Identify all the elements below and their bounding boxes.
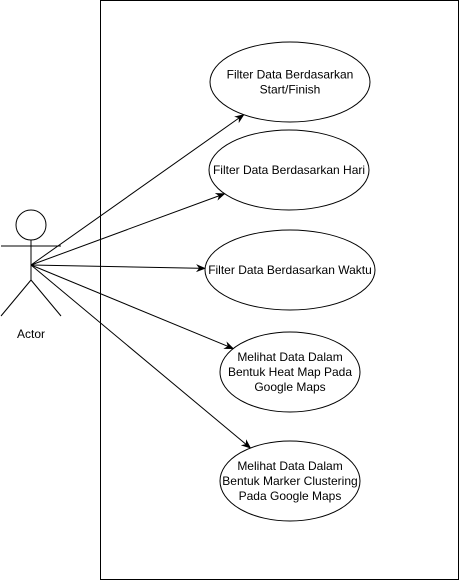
use-case-label: Melihat Data Dalam — [237, 459, 342, 473]
association-arrow-uc1 — [30, 114, 245, 266]
use-case-label: Filter Data Berdasarkan Waktu — [208, 263, 372, 277]
association-arrow-uc3 — [30, 264, 207, 273]
actor-head — [15, 209, 47, 241]
use-case-uc2[interactable]: Filter Data Berdasarkan Hari — [208, 129, 370, 211]
association-arrow-uc2 — [30, 193, 226, 266]
use-case-ellipse — [204, 229, 376, 311]
use-case-label: Start/Finish — [260, 83, 321, 97]
use-case-label: Filter Data Berdasarkan Hari — [213, 163, 365, 177]
actor-right-leg — [30, 279, 62, 317]
use-case-uc3[interactable]: Filter Data Berdasarkan Waktu — [204, 229, 376, 311]
use-case-label: Bentuk Marker Clustering — [222, 474, 357, 488]
use-case-ellipse — [219, 440, 361, 522]
use-case-label: Melihat Data Dalam — [237, 350, 342, 364]
use-case-label: Bentuk Heat Map Pada — [228, 365, 352, 379]
use-case-label: Filter Data Berdasarkan — [227, 68, 354, 82]
actor-left-leg — [0, 279, 32, 317]
use-case-ellipse — [219, 331, 361, 413]
use-case-ellipse — [209, 41, 371, 123]
association-arrow-uc5 — [30, 264, 252, 449]
actor[interactable]: Actor — [0, 209, 62, 341]
use-case-label: Pada Google Maps — [239, 489, 342, 503]
associations — [30, 114, 252, 449]
use-case-label: Google Maps — [254, 380, 325, 394]
use-cases: Filter Data BerdasarkanStart/FinishFilte… — [204, 41, 376, 522]
actor-label: Actor — [17, 327, 45, 341]
association-arrow-uc4 — [30, 264, 235, 350]
use-case-ellipse — [208, 129, 370, 211]
